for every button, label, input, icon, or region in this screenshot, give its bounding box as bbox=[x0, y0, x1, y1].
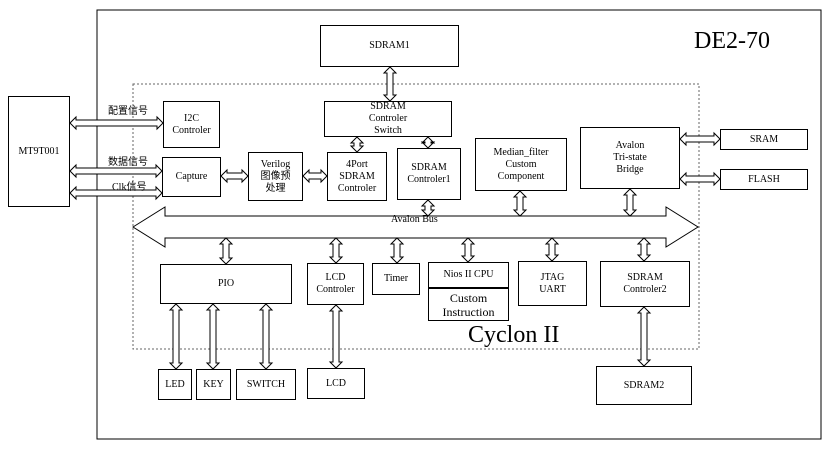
pio-block: PIO bbox=[160, 264, 292, 304]
arrow-ctrl1-bus bbox=[420, 199, 436, 217]
key-block: KEY bbox=[196, 369, 231, 400]
signal-clk-label: Clk信号 bbox=[112, 182, 147, 193]
key-line-1: KEY bbox=[203, 378, 224, 390]
mt9t001-sensor: MT9T001 bbox=[8, 96, 70, 207]
median-line-2: Custom bbox=[505, 158, 537, 170]
fpga-title: Cyclon II bbox=[468, 322, 560, 348]
nios-cpu-block: Nios II CPU bbox=[428, 262, 509, 288]
arrow-bus-sdram2ctrl bbox=[636, 237, 652, 262]
sdram2-line-1: SDRAM2 bbox=[623, 379, 665, 391]
arrow-pio-led bbox=[168, 303, 184, 370]
arrow-bus-cpu bbox=[460, 237, 476, 263]
led-block: LED bbox=[158, 369, 192, 400]
verilog-line-2: 图像预 bbox=[260, 170, 291, 182]
avalon-bus-arrow bbox=[132, 206, 699, 248]
signal-config-label: 配置信号 bbox=[108, 106, 148, 117]
arrow-pio-switch bbox=[258, 303, 274, 370]
capture-line-1: Capture bbox=[175, 171, 208, 182]
port4-line-2: SDRAM bbox=[339, 170, 375, 182]
arrow-bus-timer bbox=[389, 237, 405, 264]
switch-line-1: SWITCH bbox=[246, 378, 286, 390]
i2c-line-1: I2C bbox=[184, 112, 199, 124]
sram-line-1: SRAM bbox=[749, 133, 779, 145]
arrow-pio-key bbox=[205, 303, 221, 370]
sdram-ctrl2-line-1: SDRAM bbox=[627, 272, 663, 283]
sdram-ctrl1-line-1: SDRAM bbox=[411, 162, 447, 173]
led-line-1: LED bbox=[165, 378, 185, 390]
board-outline bbox=[96, 9, 822, 440]
arrow-switch-4port bbox=[349, 136, 365, 153]
avalon-bridge-line-1: Avalon bbox=[615, 140, 645, 151]
median-line-1: Median_filter bbox=[493, 146, 549, 158]
arrow-bus-pio bbox=[218, 237, 234, 265]
sdram-ctrl2-line-2: Controler2 bbox=[623, 284, 667, 295]
arrow-sensor-i2c bbox=[69, 115, 164, 131]
arrow-bridge-bus bbox=[622, 188, 638, 217]
timer-block: Timer bbox=[372, 263, 420, 295]
arrow-capture-verilog bbox=[220, 168, 249, 184]
arrow-ctrl2-sdram2 bbox=[636, 306, 652, 367]
arrow-bridge-flash bbox=[679, 171, 721, 187]
flash-block: FLASH bbox=[720, 169, 808, 190]
arrow-bus-lcd bbox=[328, 237, 344, 264]
board-title: DE2-70 bbox=[694, 28, 770, 54]
i2c-line-2: Controler bbox=[172, 124, 211, 136]
sdram-switch-line-2: Controler bbox=[368, 113, 408, 124]
avalon-bridge-line-2: Tri-state bbox=[613, 152, 647, 163]
sram-block: SRAM bbox=[720, 129, 808, 150]
sdram1-block: SDRAM1 bbox=[320, 25, 459, 67]
sdram-switch-line-3: Switch bbox=[374, 125, 402, 136]
arrow-switch-ctrl1 bbox=[420, 136, 436, 149]
custom-instr-line-2: Instruction bbox=[442, 304, 495, 319]
median-line-3: Component bbox=[497, 170, 545, 182]
lcd-ctrl-line-2: Controler bbox=[316, 284, 355, 295]
mt9t001-label: MT9T001 bbox=[18, 145, 60, 157]
sdram1-line-1: SDRAM1 bbox=[369, 40, 410, 51]
pio-line-1: PIO bbox=[217, 278, 235, 289]
sdram-ctrl1-line-2: Controler1 bbox=[407, 174, 451, 185]
arrow-median-bus bbox=[512, 190, 528, 217]
bus-label: Avalon Bus bbox=[391, 214, 438, 225]
arrow-bridge-sram bbox=[679, 131, 721, 147]
lcd-block: LCD bbox=[307, 368, 365, 399]
lcd-ctrl-line-1: LCD bbox=[325, 272, 346, 283]
nios-cpu-line-1: Nios II CPU bbox=[443, 269, 494, 280]
port4-line-3: Controler bbox=[337, 182, 377, 194]
jtag-line-2: UART bbox=[539, 283, 566, 295]
verilog-line-3: 处理 bbox=[265, 182, 286, 194]
switch-block: SWITCH bbox=[236, 369, 296, 400]
sdram2-block: SDRAM2 bbox=[596, 366, 692, 405]
jtag-line-1: JTAG bbox=[540, 271, 565, 283]
signal-data-label: 数据信号 bbox=[108, 157, 148, 168]
verilog-line-1: Verilog bbox=[260, 158, 291, 170]
capture-block: Capture bbox=[162, 157, 221, 197]
arrow-bus-jtag bbox=[544, 237, 560, 262]
fpga-outline bbox=[132, 83, 700, 350]
flash-line-1: FLASH bbox=[748, 173, 780, 185]
custom-instr-line-1: Custom bbox=[449, 290, 488, 305]
sdram-switch-line-1: SDRAM bbox=[370, 101, 406, 112]
avalon-bridge-line-3: Bridge bbox=[616, 164, 644, 175]
lcd-line-1: LCD bbox=[326, 377, 346, 389]
arrow-lcdctrl-lcd bbox=[328, 304, 344, 369]
timer-line-1: Timer bbox=[383, 273, 409, 284]
port4-line-1: 4Port bbox=[346, 158, 368, 170]
arrow-verilog-4port bbox=[302, 168, 328, 184]
